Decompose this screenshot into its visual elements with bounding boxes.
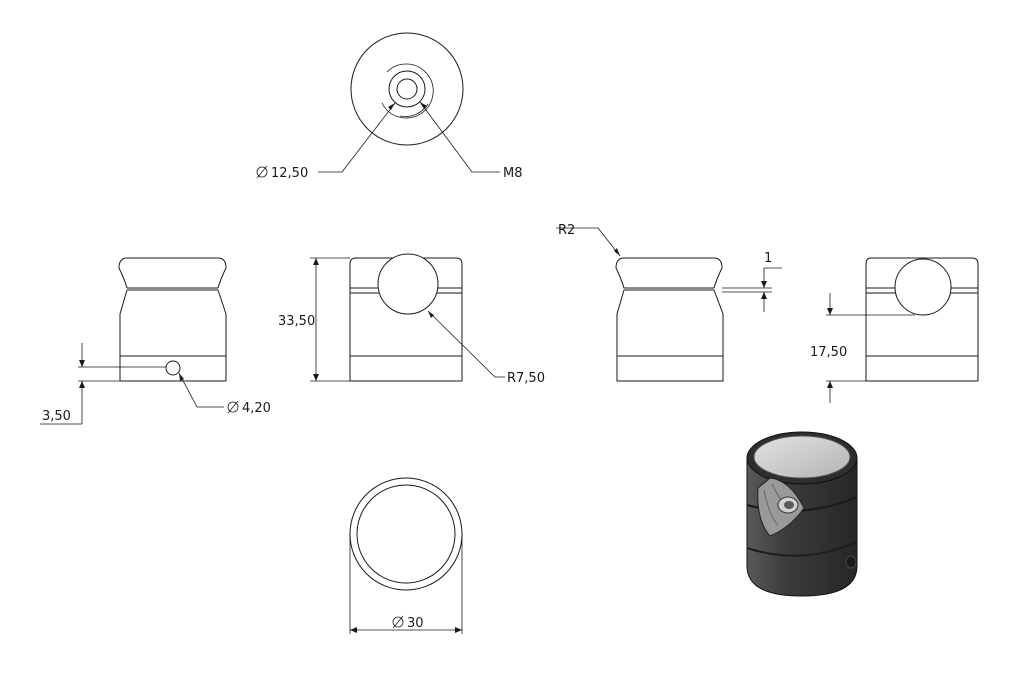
diameter-symbol-icon <box>227 400 239 414</box>
dim-cross-hole: 4,20 <box>227 400 271 416</box>
dim-cross-hole-offset: 3,50 <box>42 409 71 424</box>
side-view-right <box>556 227 782 382</box>
side-view-left <box>40 257 227 425</box>
dim-slot-radius: R7,50 <box>507 371 545 386</box>
dim-groove-depth: 1 <box>764 251 772 266</box>
isometric-render <box>746 431 858 597</box>
dim-slot-height: 17,50 <box>810 345 847 360</box>
top-view <box>318 32 500 173</box>
dim-total-height: 33,50 <box>278 314 315 329</box>
bottom-view <box>349 477 463 634</box>
dim-outer-dia: 30 <box>392 615 424 631</box>
dim-thread: M8 <box>503 166 523 181</box>
dim-cross-hole-value: 4,20 <box>242 401 271 416</box>
dim-edge-fillet: R2 <box>558 223 575 238</box>
dim-outer-dia-value: 30 <box>407 616 424 631</box>
diameter-symbol-icon <box>392 615 404 629</box>
dim-thread-circle: 12,50 <box>256 165 308 181</box>
dim-thread-circle-value: 12,50 <box>271 166 308 181</box>
side-view-slot <box>826 257 979 403</box>
diameter-symbol-icon <box>256 165 268 179</box>
front-view <box>310 253 505 382</box>
